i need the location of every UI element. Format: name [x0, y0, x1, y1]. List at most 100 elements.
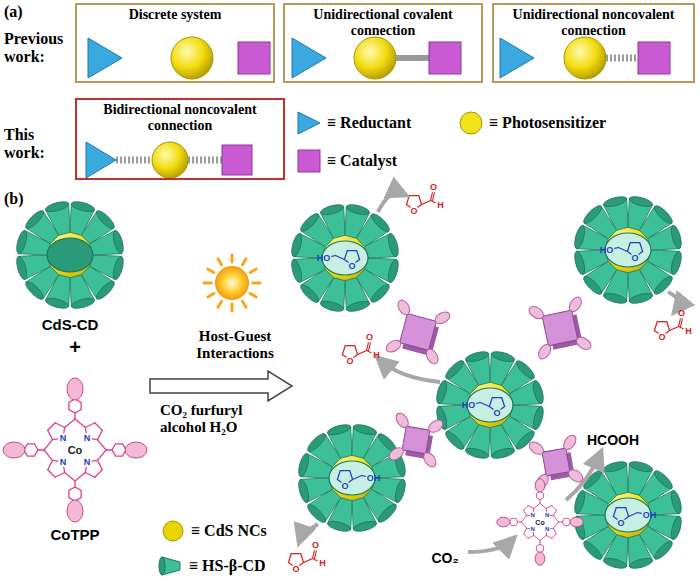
conditions-label: CO₂ furfuryl alcohol H₂O [160, 402, 284, 436]
catalyst-face [542, 310, 578, 346]
cyclodextrin-rim [297, 453, 311, 478]
legend-entry: ≡ Photosensitizer [458, 110, 606, 136]
pyrrole [550, 528, 553, 529]
cyclodextrin-rim [290, 233, 304, 258]
pyrrole [528, 506, 534, 509]
furan-ring [291, 553, 300, 554]
cyclodextrin-rim [319, 203, 344, 217]
meso-bond [44, 440, 53, 450]
drawing [500, 38, 534, 78]
pyrrole [546, 535, 552, 538]
drawing [116, 157, 152, 164]
cyclodextrin-rim [111, 255, 125, 280]
cyclodextrin-rim [443, 358, 466, 381]
cyclodextrin-cavity [47, 238, 93, 272]
drawing [566, 454, 600, 500]
drawing [300, 193, 679, 552]
legend-text: ≡ Catalyst [327, 152, 397, 170]
legend-entry: ≡ Reductant [296, 110, 411, 136]
phenyl-lobe [387, 445, 406, 462]
meso-bond [534, 503, 540, 508]
atom-label: H [319, 558, 326, 568]
catalyst-square [386, 410, 447, 471]
phenyl-bond [559, 522, 563, 523]
scheme-panel: Bidirectional noncovalent connection [75, 98, 285, 180]
pyrrole [550, 515, 553, 516]
furan-ring [489, 398, 492, 407]
cyclodextrin-rim [628, 556, 653, 570]
cyclodextrin-rim [573, 250, 587, 275]
cyclodextrin-rim [369, 282, 392, 305]
cyclodextrin-rim [514, 358, 537, 381]
bond [313, 558, 318, 560]
meso-bond [75, 472, 85, 481]
drawing [238, 42, 270, 74]
meso-bond [97, 440, 106, 450]
sun-ray [231, 255, 234, 262]
phenyl-lobe [384, 338, 403, 355]
furan-ring [613, 508, 616, 517]
phenyl-bond [74, 481, 75, 487]
furan-ring [356, 259, 360, 262]
pyrrole [53, 438, 58, 440]
phenyl-lobe [421, 450, 438, 469]
catalyst-square [526, 432, 587, 493]
phenyl-bond [74, 413, 75, 419]
cd-guest-lobe [497, 517, 510, 527]
furan-ring [354, 354, 358, 357]
drawing [171, 37, 213, 79]
atom-label: O [341, 481, 348, 491]
cyclodextrin-rim [319, 299, 344, 313]
furan-ring [625, 516, 629, 519]
nitrogen-atom: N [60, 457, 67, 467]
cd-guest-lobe [570, 517, 583, 527]
bond [670, 326, 679, 330]
phenyl-lobe [426, 418, 445, 435]
metal-atom: Co [68, 444, 83, 456]
furan-ring [657, 321, 666, 322]
nitrogen-atom: N [545, 526, 549, 532]
phenyl-lobe [534, 472, 551, 491]
nitrogen-atom: N [545, 512, 549, 518]
atom-label: H [437, 200, 444, 210]
phenyl-ring [536, 544, 543, 552]
furan-ring [630, 242, 639, 243]
atom-label: O [493, 408, 500, 418]
phenyl-ring [509, 518, 517, 525]
panel-title: Unidirectional covalent connection [285, 5, 481, 41]
pyrrole [546, 506, 552, 509]
legend-swatch [158, 553, 184, 579]
furan-ring [667, 322, 670, 331]
cyclodextrin-rim [369, 211, 392, 234]
sun-ray [208, 294, 214, 298]
furan-ring [337, 479, 341, 482]
cyclodextrin-rim [305, 502, 328, 525]
meso-bond [44, 450, 53, 460]
drawing [354, 37, 396, 79]
drawing [152, 142, 188, 178]
pyrrole [546, 509, 547, 512]
catalyst-square [382, 296, 454, 368]
cyclodextrin-rim [669, 489, 683, 514]
legend-text: ≡ Reductant [327, 114, 411, 132]
sun-ray [243, 259, 247, 265]
cd-guest-lobe [535, 479, 545, 492]
furan-ring [342, 346, 345, 355]
phenyl-ring [112, 444, 126, 456]
drawing [638, 42, 670, 74]
cyclodextrin-rim [305, 431, 328, 454]
nitrogen-atom: N [531, 512, 535, 518]
component-name: CdS-CD [42, 316, 99, 333]
cyclodextrin-rim [581, 203, 604, 226]
meso-bond [521, 522, 526, 528]
bond [679, 319, 681, 327]
furan-ring [616, 507, 625, 508]
nitrogen-atom: N [84, 457, 91, 467]
swatch-shape [160, 518, 186, 544]
pyrrole [92, 438, 97, 440]
swatch-shape [458, 110, 484, 136]
atom-label: O [430, 182, 437, 192]
furan-ring [666, 330, 670, 333]
bond [679, 326, 684, 328]
